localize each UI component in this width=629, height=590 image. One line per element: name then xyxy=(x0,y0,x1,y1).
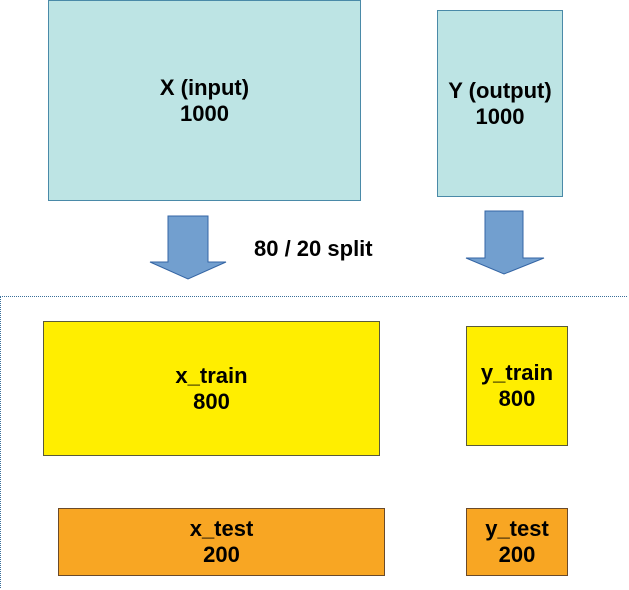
y-train-box: y_train 800 xyxy=(466,326,568,446)
x-train-title: x_train xyxy=(175,362,248,388)
split-label: 80 / 20 split xyxy=(254,236,373,261)
y-train-count: 800 xyxy=(498,386,536,411)
down-arrow-icon-y xyxy=(465,210,545,275)
x-train-box: x_train 800 xyxy=(43,321,380,456)
y-output-count: 1000 xyxy=(475,103,525,129)
y-output-box: Y (output) 1000 xyxy=(437,10,563,197)
y-output-title: Y (output) xyxy=(448,77,552,103)
x-input-count: 1000 xyxy=(180,100,229,126)
down-arrow-icon-x xyxy=(149,215,227,280)
split-divider-frame xyxy=(0,296,627,588)
y-train-title: y_train xyxy=(480,360,554,385)
y-test-count: 200 xyxy=(498,542,536,567)
y-test-title: y_test xyxy=(485,516,549,541)
x-input-title: X (input) xyxy=(159,74,250,100)
x-input-box: X (input) 1000 xyxy=(48,0,361,201)
x-train-count: 800 xyxy=(193,388,230,414)
x-test-box: x_test 200 xyxy=(58,508,385,576)
y-test-box: y_test 200 xyxy=(466,508,568,576)
x-test-count: 200 xyxy=(203,542,240,567)
x-test-title: x_test xyxy=(189,516,254,541)
